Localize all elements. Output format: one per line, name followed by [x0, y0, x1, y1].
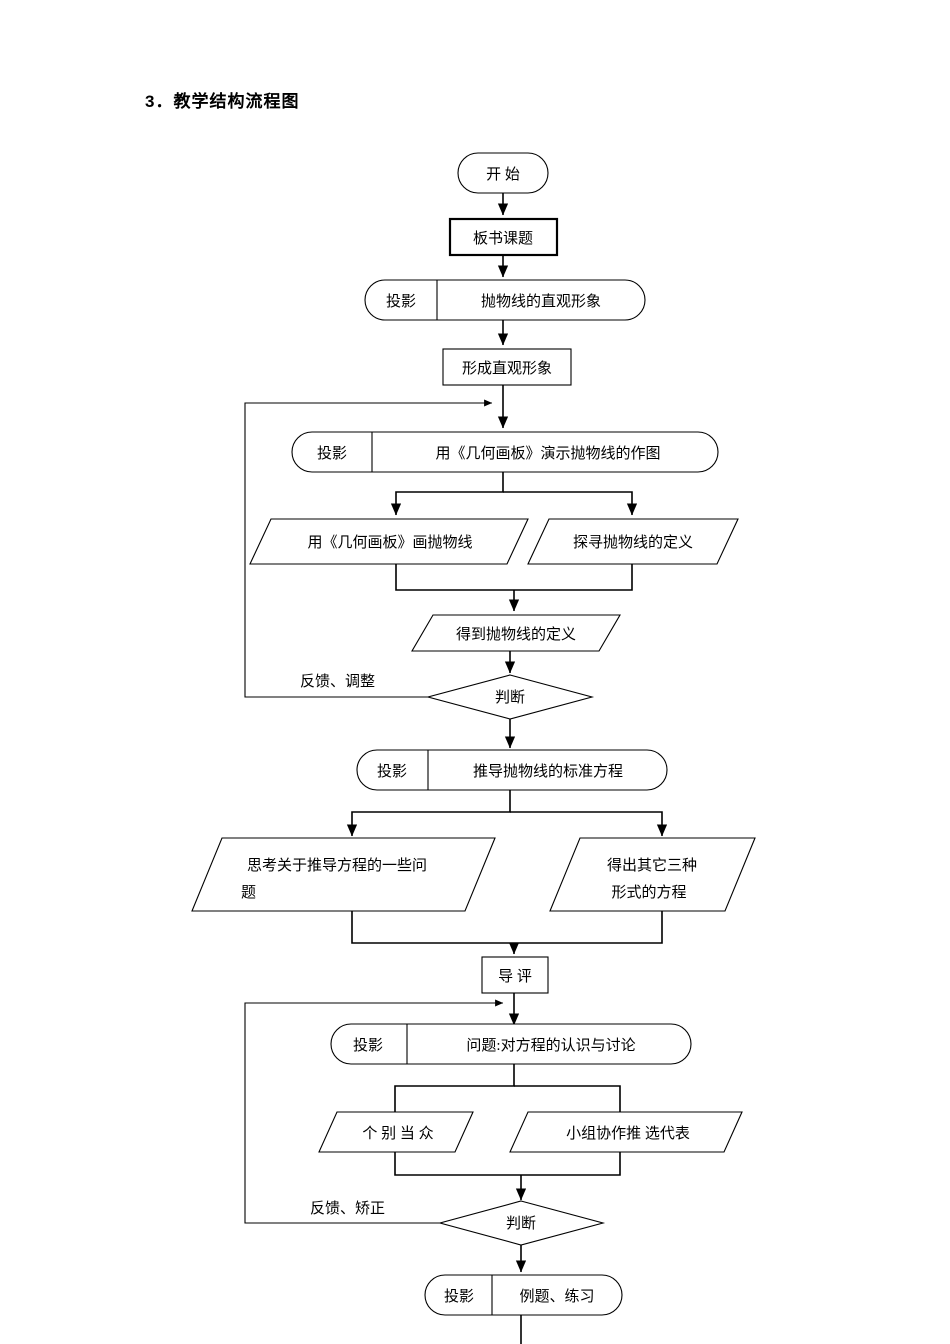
feedback-label-upper: 反馈、调整 — [300, 673, 375, 690]
node-guide-review: 导 评 — [481, 956, 549, 994]
node-judge-2: 判断 — [437, 1200, 606, 1246]
node-individual: 个 别 当 众 — [318, 1111, 474, 1153]
connector-derive-to-think — [346, 790, 511, 837]
connector-discuss-to-individual — [394, 1064, 515, 1112]
node-get-def: 得到抛物线的定义 — [411, 614, 621, 652]
node-guide-review-label: 导 评 — [498, 968, 532, 985]
node-proj-demo-projector-label: 投影 — [317, 445, 347, 462]
node-start: 开 始 — [457, 152, 549, 194]
node-proj-exercise-projector-label: 投影 — [444, 1288, 474, 1305]
connector-derive-to-other-forms — [510, 811, 668, 837]
node-proj-discuss-label: 问题:对方程的认识与讨论 — [466, 1037, 635, 1054]
node-proj-intuitive: 投影 抛物线的直观形象 — [364, 279, 646, 321]
node-think-questions-label-line2: 题 — [241, 885, 256, 901]
node-write-topic: 板书课题 — [448, 217, 559, 257]
node-proj-demo-label: 用《几何画板》演示抛物线的作图 — [435, 444, 660, 462]
node-think-questions: 思考关于推导方程的一些问 题 — [191, 837, 496, 912]
node-form-intuitive-label: 形成直观形象 — [462, 360, 552, 377]
node-explore-def-label: 探寻抛物线的定义 — [573, 534, 693, 551]
node-judge-2-label: 判断 — [506, 1215, 536, 1232]
node-form-intuitive: 形成直观形象 — [442, 348, 572, 386]
node-proj-intuitive-label: 抛物线的直观形象 — [481, 293, 601, 310]
node-individual-label: 个 别 当 众 — [362, 1125, 433, 1142]
node-proj-exercise: 投影 例题、练习 — [424, 1274, 623, 1316]
node-group-rep: 小组协作推 选代表 — [509, 1111, 743, 1153]
node-other-forms: 得出其它三种 形式的方程 — [549, 837, 756, 912]
node-judge-1-label: 判断 — [495, 689, 525, 706]
connector-merge-think-other — [351, 911, 663, 944]
node-other-forms-label-line1: 得出其它三种 — [607, 856, 697, 874]
node-group-rep-label: 小组协作推 选代表 — [566, 1125, 690, 1142]
node-other-forms-label-line2: 形式的方程 — [611, 884, 686, 901]
connector-merge-individual-group — [394, 1152, 621, 1176]
node-proj-derive-label: 推导抛物线的标准方程 — [473, 763, 623, 780]
node-proj-exercise-label: 例题、练习 — [519, 1288, 594, 1305]
node-proj-discuss-projector-label: 投影 — [353, 1037, 383, 1054]
node-draw-parabola: 用《几何画板》画抛物线 — [249, 518, 529, 565]
feedback-label-lower: 反馈、矫正 — [310, 1200, 385, 1217]
node-judge-1: 判断 — [425, 674, 595, 720]
node-proj-discuss: 投影 问题:对方程的认识与讨论 — [330, 1023, 692, 1065]
node-proj-derive: 投影 推导抛物线的标准方程 — [356, 749, 668, 791]
connector-proj-demo-to-explore — [503, 491, 638, 516]
node-proj-demo: 投影 用《几何画板》演示抛物线的作图 — [291, 431, 719, 473]
node-proj-derive-projector-label: 投影 — [377, 763, 407, 780]
feedback-loop-lower — [244, 999, 504, 1224]
node-get-def-label: 得到抛物线的定义 — [456, 626, 576, 643]
connector-proj-demo-to-draw — [390, 472, 504, 516]
node-explore-def: 探寻抛物线的定义 — [527, 518, 739, 565]
connector-merge-draw-explore — [395, 564, 633, 591]
node-start-label: 开 始 — [486, 166, 520, 183]
node-write-topic-label: 板书课题 — [473, 229, 533, 247]
node-think-questions-label-line1: 思考关于推导方程的一些问 — [247, 857, 427, 874]
node-proj-intuitive-projector-label: 投影 — [386, 293, 416, 310]
page-title: 3．教学结构流程图 — [145, 92, 300, 111]
node-draw-parabola-label: 用《几何画板》画抛物线 — [307, 533, 472, 551]
feedback-loop-upper — [244, 399, 493, 698]
connector-discuss-to-group — [514, 1085, 621, 1112]
